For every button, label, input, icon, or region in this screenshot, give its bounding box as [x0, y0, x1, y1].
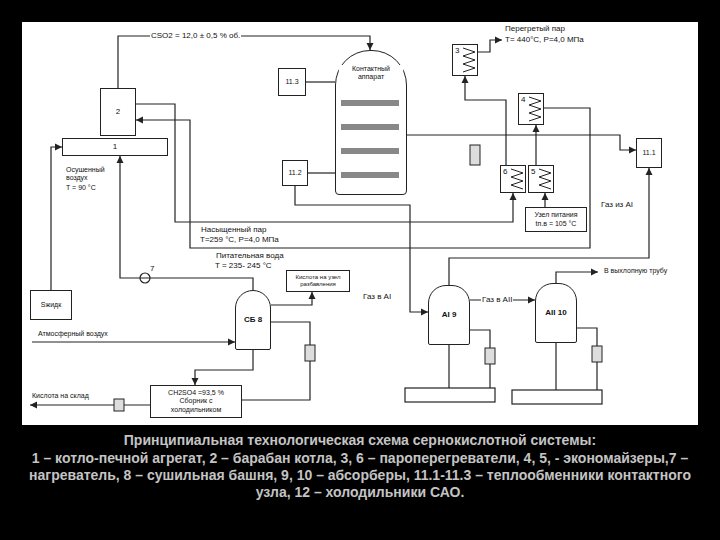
annotation: T= 440°C, P=4,0 МПа [505, 35, 584, 44]
edge-label: Питательная вода [215, 251, 285, 260]
figure-caption: 1 – котло-печной агрегат, 2 – барабан ко… [20, 450, 700, 500]
drain-line [448, 345, 449, 388]
cooler-symbol [485, 348, 495, 364]
heat-exchanger: 11.2 [282, 160, 308, 186]
annotation: T = 235- 245 °C [215, 261, 272, 270]
superheater: 6 [500, 165, 526, 193]
contact-apparatus: Контактный аппарат [335, 50, 407, 195]
node-label: СБ 8 [244, 315, 262, 324]
pipe-connector [306, 81, 335, 82]
node-label: АI 9 [442, 310, 457, 319]
annotation: T = 90 °C [66, 184, 96, 192]
pipe-connector [544, 193, 545, 207]
node-label: 11.2 [288, 169, 301, 177]
sulfur-tank: Sжидк [30, 290, 72, 320]
node-label: Узел питания tп.в = 105 °C [529, 211, 583, 227]
catalyst-tray [341, 172, 399, 178]
catalyst-tray [341, 148, 399, 154]
scan-panel [22, 22, 698, 425]
cooler-symbol [114, 399, 124, 411]
pipe-connector [195, 350, 253, 385]
acid-tank [405, 388, 495, 402]
coil-symbol [511, 169, 523, 189]
furnace-unit: 1 [62, 138, 168, 156]
pipe-connector [51, 147, 62, 290]
acid-collector: CH2SO4 =93,5 %Сборник с холодильником [150, 385, 242, 418]
coil-symbol [529, 97, 541, 121]
feed-unit: Узел питания tп.в = 105 °C [525, 207, 587, 232]
node-label: 3 [455, 46, 459, 55]
steam-line [478, 40, 502, 52]
heat-exchanger: 11.3 [278, 68, 306, 96]
node-label: 4 [521, 95, 525, 104]
annotation: В выхлопную трубу [604, 267, 667, 275]
pipe-connector [308, 172, 335, 173]
pipe-connector [465, 76, 506, 165]
node-label: 11.1 [642, 149, 655, 157]
node-label: АII 10 [545, 308, 566, 317]
pipe-connector [136, 108, 590, 248]
edge-label: Газ из АI [600, 200, 634, 209]
valve-device [470, 145, 480, 165]
edge-label: Газ в АI [362, 292, 392, 301]
air-line [32, 341, 235, 342]
absorber-tower: АI 9 [428, 285, 470, 345]
edge-label: CSO2 = 12,0 ± 0,5 % об. [150, 31, 241, 40]
node-label: 6 [503, 167, 507, 176]
annotation: Атмосферный воздух [38, 330, 108, 338]
edge-label: Газ в АII [481, 295, 513, 304]
node-label: 11.3 [285, 78, 298, 86]
economizer: 4 [518, 93, 544, 125]
pipe-connector [407, 135, 636, 150]
annotation: Осушенный воздух [66, 166, 114, 182]
coil-symbol [463, 48, 475, 72]
economizer: 5 [528, 165, 554, 193]
pipe-connector [118, 36, 370, 88]
node-label: 1 [113, 142, 117, 151]
node-label: 2 [116, 107, 120, 116]
acid-line [30, 404, 150, 405]
pipe-connector [295, 186, 428, 312]
figure-title: Принципиальная технологическая схема сер… [20, 432, 700, 449]
node-label: Кислота на узел разбавления [290, 274, 346, 288]
coil-symbol [539, 169, 551, 189]
pipe-connector [271, 292, 312, 305]
catalyst-tray [341, 124, 399, 130]
exhaust-line [556, 272, 598, 283]
absorber-tower: АII 10 [535, 283, 577, 343]
node-label: Sжидк [41, 301, 61, 309]
cooler-symbol [592, 346, 602, 362]
node-label: CH2SO4 =93,5 % [168, 389, 224, 397]
annotation: T=259 °C, P=4,0 МПа [200, 235, 279, 244]
superheater: 3 [452, 44, 478, 76]
boiler-drum: 2 [100, 88, 136, 136]
annotation: 7 [150, 264, 154, 273]
annotation: Перегретый пар [505, 24, 565, 33]
pipe-connector [535, 125, 536, 165]
node-label: Сборник с холодильником [154, 397, 238, 413]
acid-tank [512, 390, 602, 404]
acid-outlet-box: Кислота на узел разбавления [286, 270, 350, 292]
node-label: Контактный аппарат [339, 65, 403, 81]
node-label: 5 [531, 167, 535, 176]
pipe-connector [136, 104, 513, 222]
annotation: Кислота на склад [32, 392, 89, 400]
catalyst-tray [341, 100, 399, 106]
heat-exchanger: 11.1 [636, 138, 662, 168]
drying-tower: СБ 8 [235, 290, 271, 350]
edge-label: Насыщенный пар [200, 225, 267, 234]
cooler-symbol [305, 345, 315, 361]
drain-line [555, 343, 556, 390]
